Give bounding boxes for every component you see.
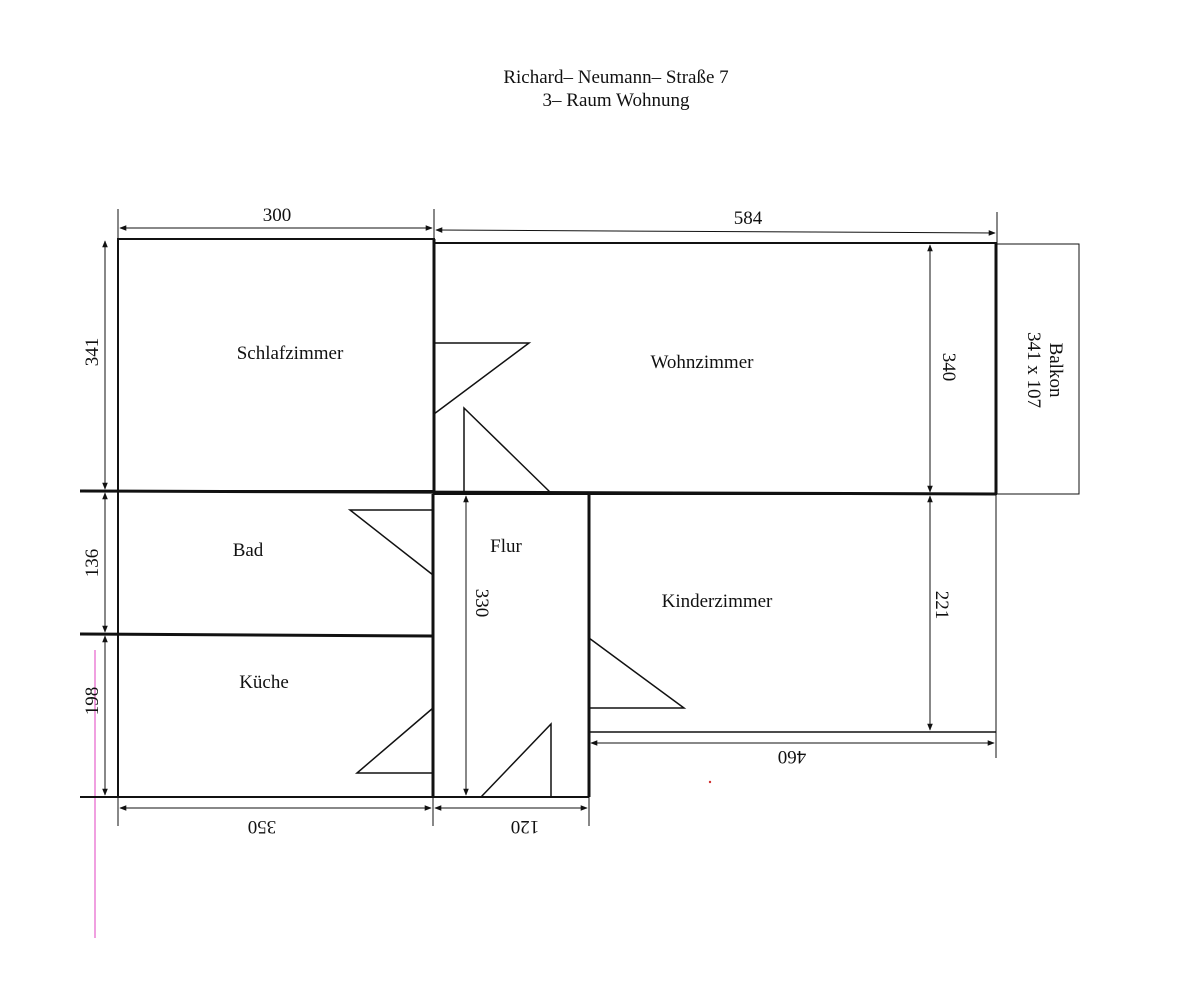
- address-title: Richard– Neumann– Straße 7: [503, 67, 729, 88]
- dim-kinderzimmer-height: 221: [931, 591, 952, 620]
- door-bad: [347, 509, 434, 576]
- wall-balkon: [996, 243, 1080, 495]
- door-kueche: [354, 707, 434, 774]
- wall-schlafzimmer: [117, 238, 435, 492]
- dim-bottom-flur: 120: [511, 816, 540, 837]
- apartment-subtitle: 3– Raum Wohnung: [542, 90, 690, 111]
- label-flur: Flur: [490, 536, 522, 557]
- dim-flur-length: 330: [471, 589, 492, 618]
- door-flur: [480, 722, 552, 798]
- door-wohnzimmer: [463, 406, 553, 495]
- dim-bottom-left: 350: [248, 816, 277, 837]
- door-kinderzimmer: [588, 637, 687, 709]
- door-schlafzimmer: [433, 342, 532, 415]
- label-balkon: Balkon: [1045, 343, 1066, 398]
- label-schlafzimmer: Schlafzimmer: [237, 343, 344, 364]
- label-kueche: Küche: [239, 672, 289, 693]
- label-wohnzimmer: Wohnzimmer: [651, 352, 755, 373]
- dim-left-middle: 136: [82, 549, 103, 578]
- label-kinderzimmer: Kinderzimmer: [662, 591, 773, 612]
- dimension-lines: [102, 209, 998, 826]
- dim-kinderzimmer-width: 460: [778, 746, 807, 767]
- label-bad: Bad: [233, 540, 264, 561]
- label-balkon-size: 341 x 107: [1023, 332, 1044, 408]
- walls: [79, 238, 1080, 798]
- speck: [708, 780, 712, 784]
- wall-bad-kueche: [79, 632, 434, 638]
- title-block: Richard– Neumann– Straße 7 3– Raum Wohnu…: [0, 66, 1189, 112]
- dim-top-right: 584: [734, 208, 763, 229]
- dim-line-top-right: [435, 227, 996, 236]
- wall-middle: [79, 489, 997, 496]
- dim-top-left: 300: [263, 205, 292, 226]
- dim-wohnzimmer-height: 340: [938, 353, 959, 382]
- dim-left-lower: 198: [82, 687, 103, 716]
- dim-left-upper: 341: [82, 338, 103, 367]
- doors: [347, 342, 687, 798]
